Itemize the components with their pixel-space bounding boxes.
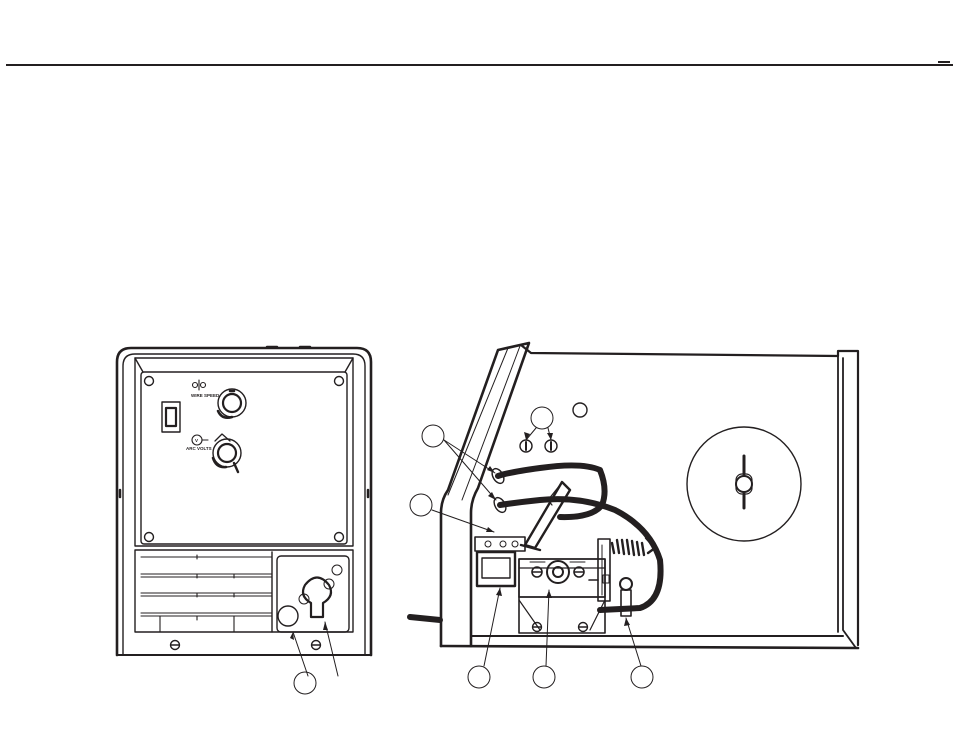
side-view <box>410 343 858 688</box>
arc-volts-symbol-letter: V <box>195 438 198 443</box>
callout-bubble <box>294 672 316 694</box>
drive-roll-assembly <box>519 559 605 597</box>
spring <box>612 538 655 555</box>
work-cable-opening <box>278 606 298 626</box>
callout-bubble <box>533 666 555 688</box>
wire-speed-symbol <box>193 380 206 390</box>
output-plate <box>277 556 349 632</box>
wire-spool <box>687 427 801 541</box>
cabinet-rear <box>843 358 856 648</box>
power-switch <box>162 402 180 432</box>
arc-volts-label: ARC VOLTS <box>186 446 212 451</box>
spool-hub <box>736 476 752 492</box>
panel-screw <box>145 533 154 542</box>
front-housing <box>117 348 371 655</box>
panel-screw <box>335 377 344 386</box>
cabinet-front-bezel <box>441 343 529 646</box>
callout-bubble <box>468 666 490 688</box>
gun-inlet <box>620 578 632 590</box>
front-view <box>117 347 371 694</box>
drive-roll <box>547 561 569 583</box>
callout-leader <box>325 622 338 676</box>
callout-bubble <box>531 407 553 429</box>
wire-speed-knob-cap <box>223 394 241 412</box>
arc-volts-knob-cap <box>218 444 236 462</box>
panel-screw <box>145 377 154 386</box>
callout-bubble <box>422 425 444 447</box>
control-panel-bezel <box>135 358 353 546</box>
callout-bubble <box>631 666 653 688</box>
mount-hole <box>573 403 587 417</box>
panel-screw <box>335 533 344 542</box>
callout-bubble <box>410 494 432 516</box>
wire-speed-label: WIRE SPEED <box>191 393 220 398</box>
power-switch-rocker <box>166 408 176 426</box>
control-panel <box>141 372 347 544</box>
lower-panel <box>135 550 353 632</box>
front-housing-inner <box>123 354 365 655</box>
louvers <box>141 555 272 632</box>
cabinet-top <box>521 345 858 645</box>
gun-receptacle <box>303 578 331 618</box>
